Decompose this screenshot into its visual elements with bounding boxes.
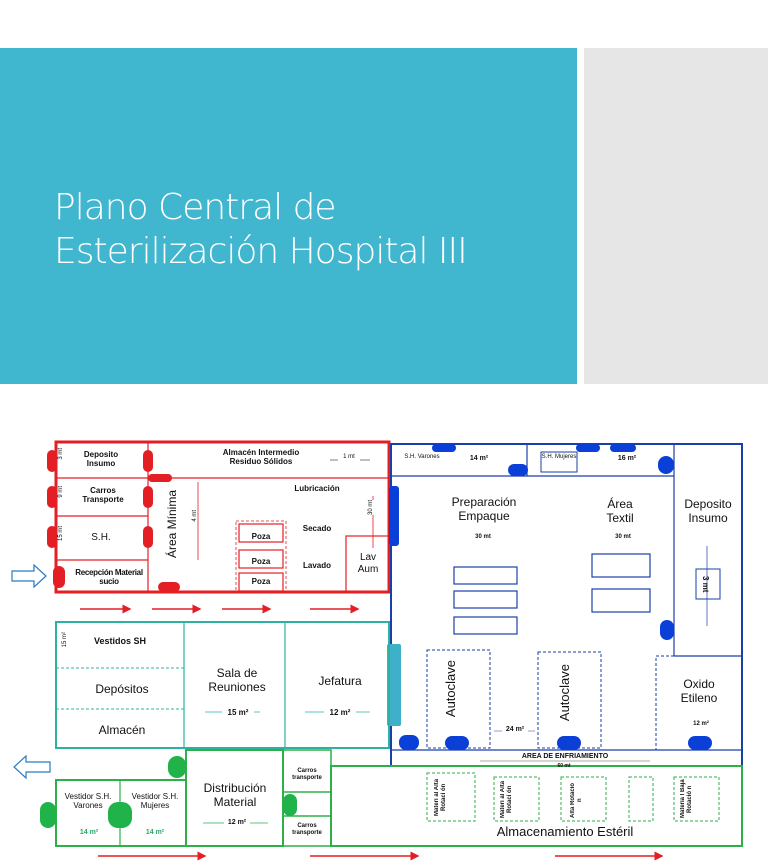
entrance-arrow [11,563,47,589]
autoclave-dim: 24 m² [502,726,528,735]
deposito-insumo-label: Deposito Insumo [83,450,119,469]
rack-baja: Materia l Baja Rotació n [680,779,693,819]
title-banner [0,48,577,384]
floor-plan: Deposito Insumo 3 mt Carros Transporte 9… [0,430,768,866]
area-minima-label: Área Mínima [165,490,179,559]
oxido-dim: 12 m² [686,721,716,728]
title-line-1: Plano Central de [54,187,337,228]
sh-mujeres-label: S.H. Mujeres [541,454,577,460]
carros-transporte-label: Carros Transporte [82,486,124,505]
almacen-dim: 1 mt [338,454,360,461]
almacenamiento-esteril-label: Almacenamiento Estéril [496,824,634,839]
area-textil-label: Área Textil [606,497,634,525]
vestidor-mujeres-label: Vestidor S.H. Mujeres [131,792,179,811]
sh-varones-label: S.H. Varones [404,454,440,460]
deposito-clean-dim: 3 mt [701,576,711,593]
carros-dim: 9 mt [58,486,64,498]
jefatura-label: Jefatura [318,674,362,688]
poza-label: Poza [251,577,271,586]
rack-alta-2: Materi al Alta Rotaci ón [500,780,513,818]
sterile-zone-outline [330,765,743,847]
jefatura-dim: 12 m² [324,708,356,718]
distribucion-material-label: Distribución Material [203,781,267,809]
slide-title: Plano Central de Esterilización Hospital… [54,186,468,274]
oxido-etileno-label: Oxido Etileno [680,677,718,705]
distribucion-dim: 12 m² [224,819,250,828]
lav-dim: 30 mt [368,500,375,516]
almacen-label: Almacén [98,723,146,737]
poza-label: Poza [251,557,271,566]
autoclave-2-label: Autoclave [557,664,572,722]
vestidor-varones-dim: 14 m² [79,829,99,836]
secado-label: Secado [302,524,332,533]
rack-alta-3: Alta Rotació n [570,782,583,818]
enfriamiento-dim: 60 mt [557,763,571,769]
admin-zone-outline [55,621,390,749]
autoclave-1-label: Autoclave [443,660,458,718]
deposito-dim: 3 mt [58,448,64,460]
rack-alta-1: Materi al Alta Rotaci ón [434,778,447,816]
title-line-2: Esterilización Hospital III [54,231,468,272]
vestidos-sh-label: Vestidos SH [93,636,147,646]
sh-varones-dim: 14 m² [464,455,494,464]
recepcion-label: Recepción Material sucio [75,568,143,587]
carros-transporte-2-label: Carros transporte [292,823,322,836]
sala-dim: 15 m² [222,708,254,718]
carros-transporte-1-label: Carros transporte [292,768,322,781]
poza-label: Poza [251,532,271,541]
lav-aum-label: Lav Aum [357,552,379,575]
preparacion-dim: 30 mt [468,534,498,541]
preparacion-label: Preparación Empaque [451,495,517,523]
almacen-intermedio-label: Almacén Intermedio Residuo Sólidos [222,448,300,467]
gray-panel [584,48,768,384]
sala-reuniones-label: Sala de Reuniones [208,666,266,694]
deposito-insumo-clean-label: Deposito Insumo [684,497,732,525]
vestidor-mujeres-dim: 14 m² [145,829,165,836]
textil-dim: 30 mt [608,534,638,541]
vestidor-varones-label: Vestidor S.H. Varones [64,792,112,811]
sh-dim: 15 mt [58,526,64,542]
sh-mujeres-dim: 16 m² [612,455,642,464]
lavado-label: Lavado [302,561,331,570]
area-enfriamiento-label: AREA DE ENFRIAMIENTO [521,753,609,760]
exit-arrow [13,754,51,780]
vestidos-dim: 15 m² [62,632,68,648]
floor-plan-lines [11,440,743,861]
sh-label: S.H. [91,532,111,543]
depositos-label: Depósitos [95,682,149,696]
area-minima-dim: 4 mt [192,510,198,522]
lubricacion-label: Lubricación [294,484,340,493]
